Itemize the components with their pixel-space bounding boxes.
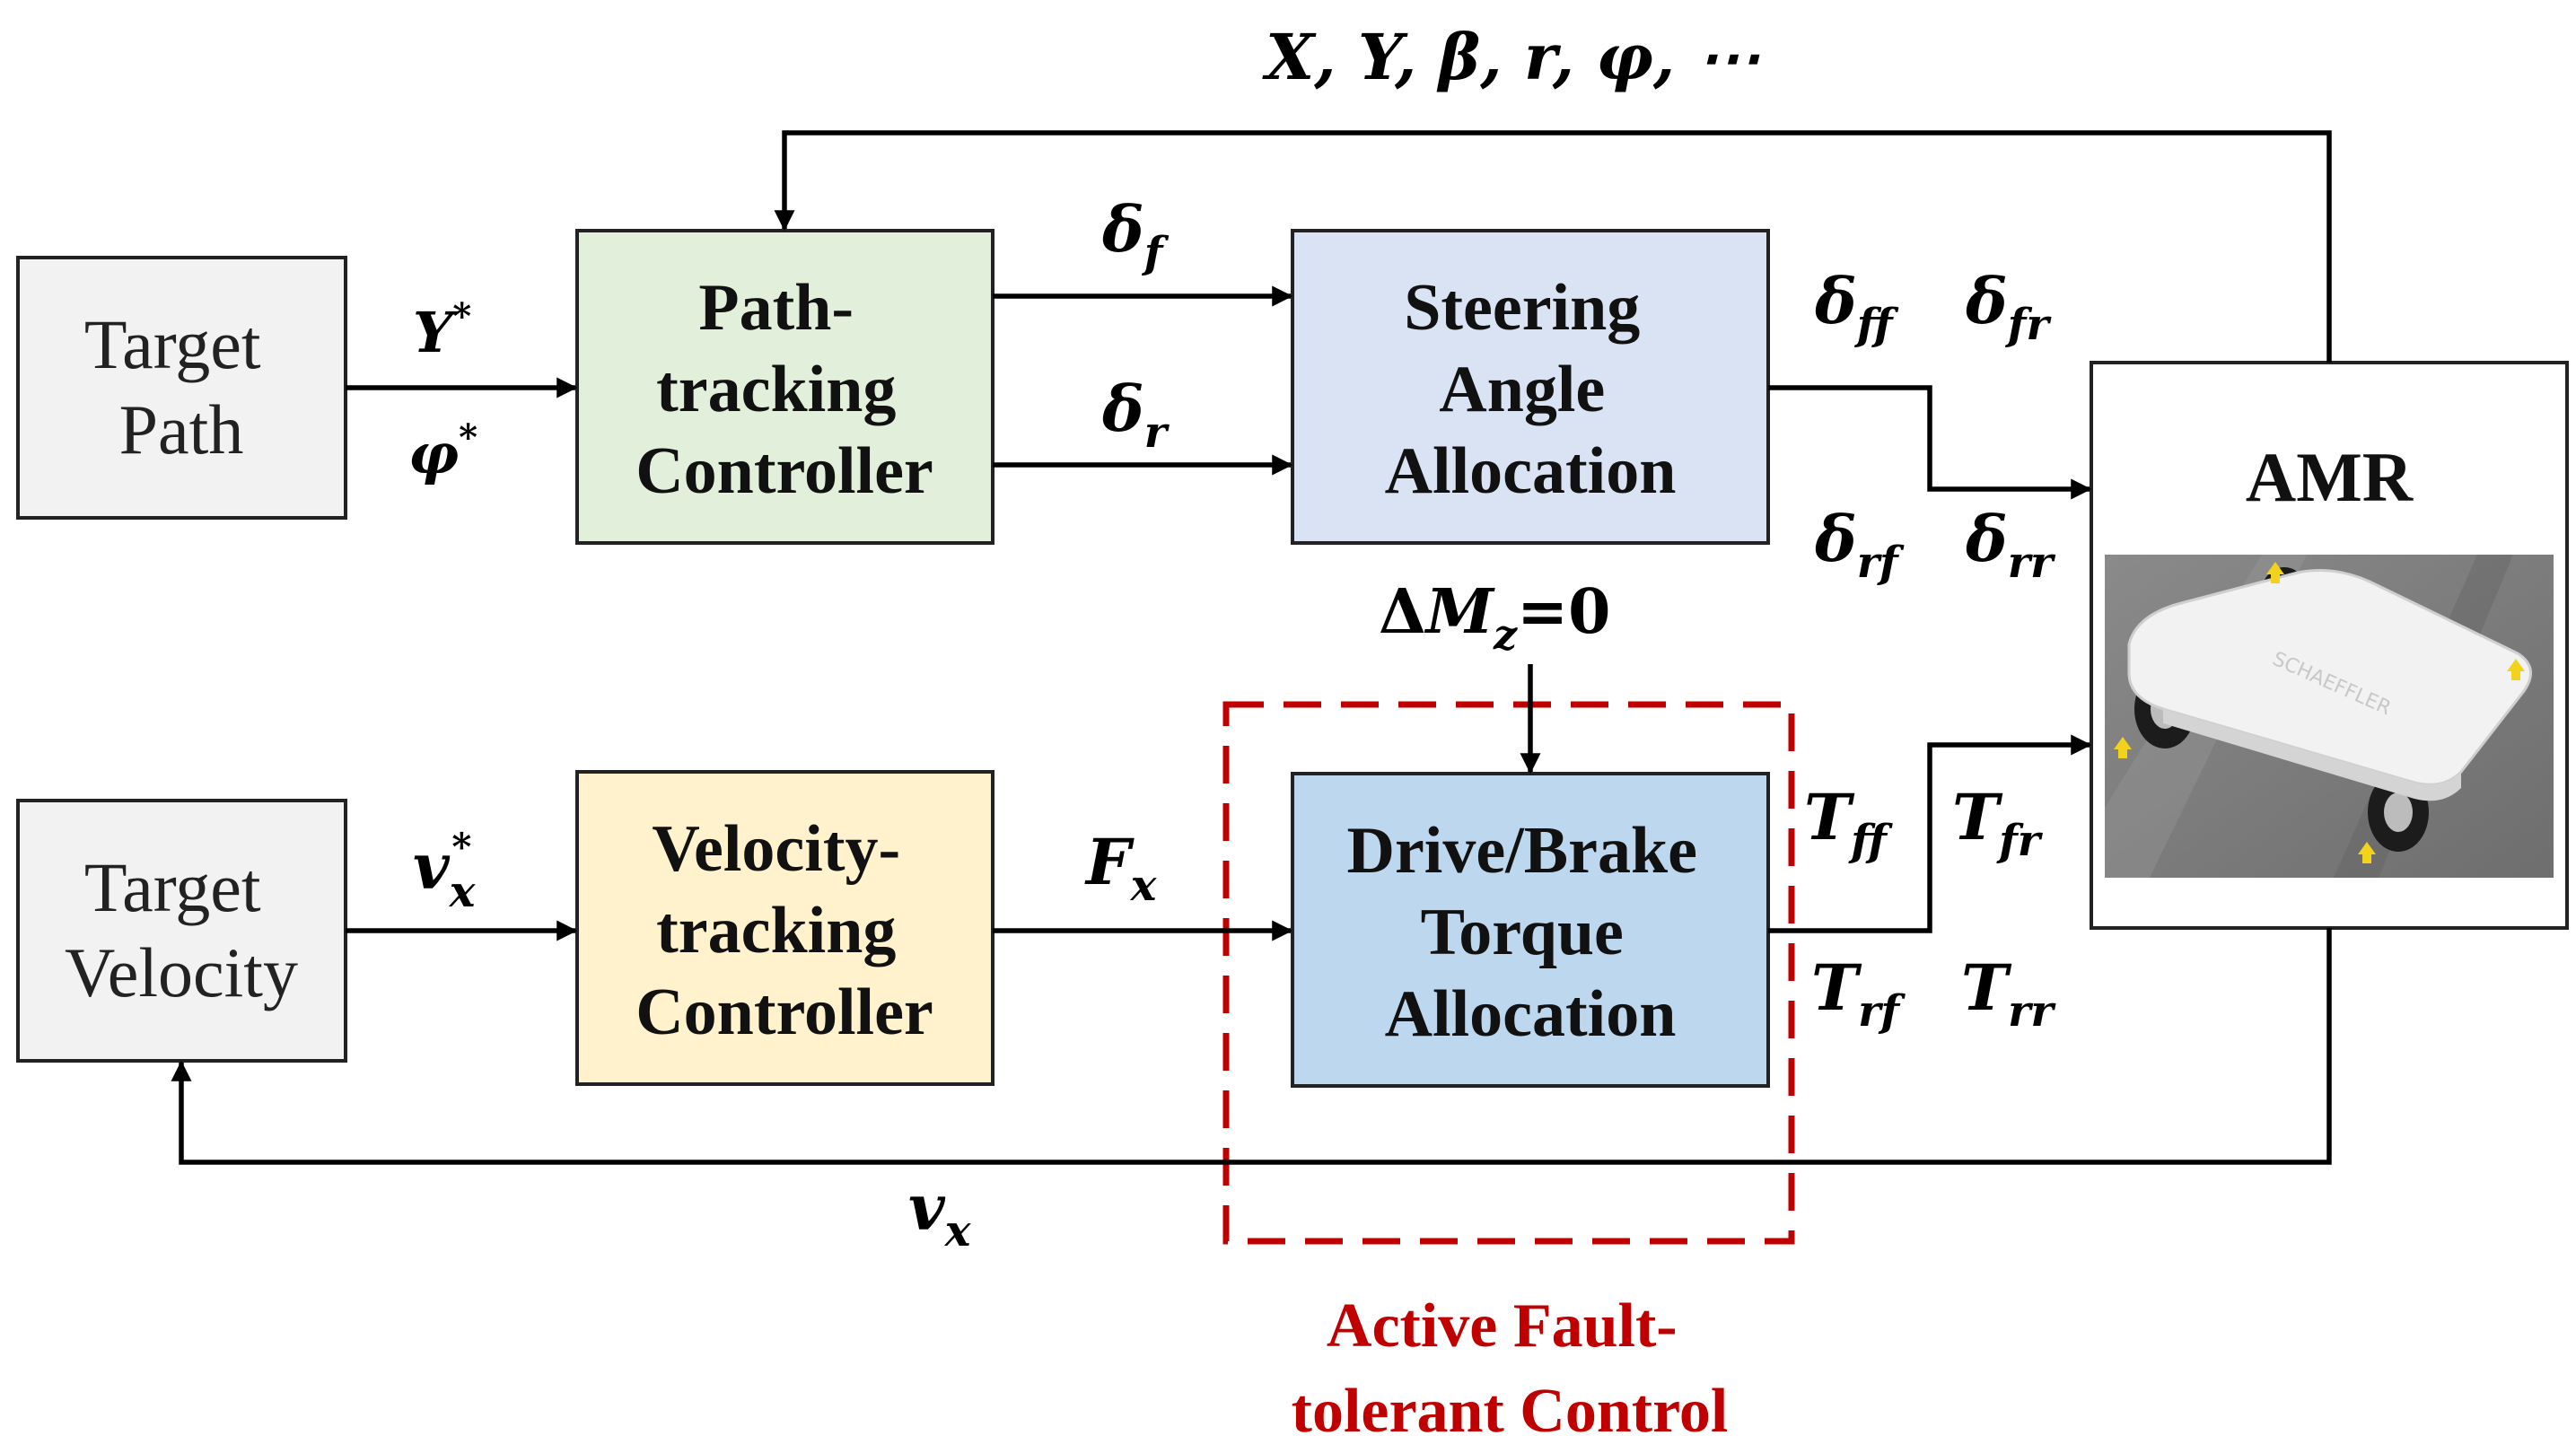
vx-ref-label: vx*	[413, 825, 477, 917]
target-velocity-block: Target Velocity	[16, 799, 347, 1063]
t-rf-label: Trf	[1811, 950, 1906, 1037]
target-path-box	[16, 256, 347, 520]
delta-fr-label: δfr	[1965, 264, 2052, 350]
delta-rf-label: δrf	[1814, 502, 1905, 588]
target-velocity-line-2: Velocity	[65, 933, 298, 1011]
delta-ff-label: δff	[1814, 264, 1899, 350]
amr-block: AMR SCHAEFFLER	[2090, 361, 2569, 930]
velocity-tracking-controller-block: Velocity- tracking Controller	[575, 770, 994, 1086]
t-fr-label: Tfr	[1952, 780, 2044, 866]
velocity-controller-line-3: Controller	[635, 976, 933, 1049]
torque-allocation-line-1: Drive/Brake	[1347, 814, 1697, 888]
target-path-line-1: Target	[84, 305, 261, 383]
path-tracking-controller-block: Path- tracking Controller	[575, 229, 994, 545]
fx-label: Fx	[1084, 825, 1158, 911]
state-feedback-arrow	[774, 130, 2332, 363]
torque-allocation-line-2: Torque	[1421, 896, 1624, 969]
path-controller-line-1: Path-	[698, 271, 854, 345]
svg-text:Target Velocity: Target Velocity	[65, 848, 298, 1011]
delta-f-label: δf	[1101, 192, 1170, 278]
y-ref-label: Y*	[413, 295, 471, 365]
velocity-feedback-arrow	[171, 928, 2332, 1165]
amr-vehicle-icon: SCHAEFFLER	[2105, 555, 2554, 878]
delta-rr-label: δrr	[1965, 502, 2056, 588]
steering-allocation-line-3: Allocation	[1385, 434, 1677, 508]
steering-allocation-line-1: Steering	[1404, 271, 1640, 345]
svg-text:Velocity- tracking: Velocity- tracking Controller	[635, 812, 933, 1049]
velocity-controller-line-2: tracking	[656, 894, 896, 967]
fault-tolerant-label-line-1: Active Fault-	[1327, 1291, 1678, 1361]
svg-text:Active Fault- tolerant Con: Active Fault- tolerant Control	[1292, 1291, 1729, 1446]
svg-text:Target Path: Target Path	[84, 305, 278, 468]
path-tracking-controller-box	[575, 229, 994, 545]
delta-r-label: δr	[1101, 372, 1170, 458]
target-velocity-box	[16, 799, 347, 1063]
fault-tolerant-region	[1222, 701, 1795, 1245]
svg-text:Drive/Brake Torque: Drive/Brake Torque Allocation	[1347, 814, 1714, 1051]
torque-allocation-line-3: Allocation	[1385, 977, 1677, 1051]
path-controller-line-3: Controller	[635, 434, 933, 508]
svg-text:Path- tracking Con: Path- tracking Controller	[635, 271, 933, 508]
target-path-block: Target Path	[16, 256, 347, 520]
amr-label: AMR	[2246, 438, 2414, 516]
steering-angle-allocation-block: Steering Angle Allocation	[1291, 229, 1770, 545]
target-path-line-2: Path	[119, 390, 244, 468]
fault-tolerant-label-line-2: tolerant Control	[1292, 1377, 1729, 1446]
path-controller-line-2: tracking	[656, 353, 896, 426]
velocity-tracking-controller-box	[575, 770, 994, 1086]
phi-ref-label: φ*	[408, 416, 478, 486]
t-ff-label: Tff	[1804, 780, 1893, 866]
torque-to-amr-arrow	[1768, 734, 2092, 933]
vx-feedback-label: vx	[908, 1170, 972, 1256]
steering-to-amr-arrow	[1768, 385, 2092, 500]
target-velocity-line-1: Target	[84, 848, 261, 926]
t-rr-label: Trr	[1961, 950, 2056, 1037]
steering-allocation-line-2: Angle	[1439, 353, 1605, 426]
svg-text:Steering Angle All: Steering Angle Allocation	[1385, 271, 1677, 508]
velocity-controller-line-1: Velocity-	[652, 812, 900, 886]
delta-mz-label: ΔMz=0	[1379, 576, 1610, 659]
torque-allocation-block: Drive/Brake Torque Allocation	[1291, 772, 1770, 1088]
feedback-states-label: X, Y, β, r, φ, ⋯	[1262, 20, 1760, 94]
